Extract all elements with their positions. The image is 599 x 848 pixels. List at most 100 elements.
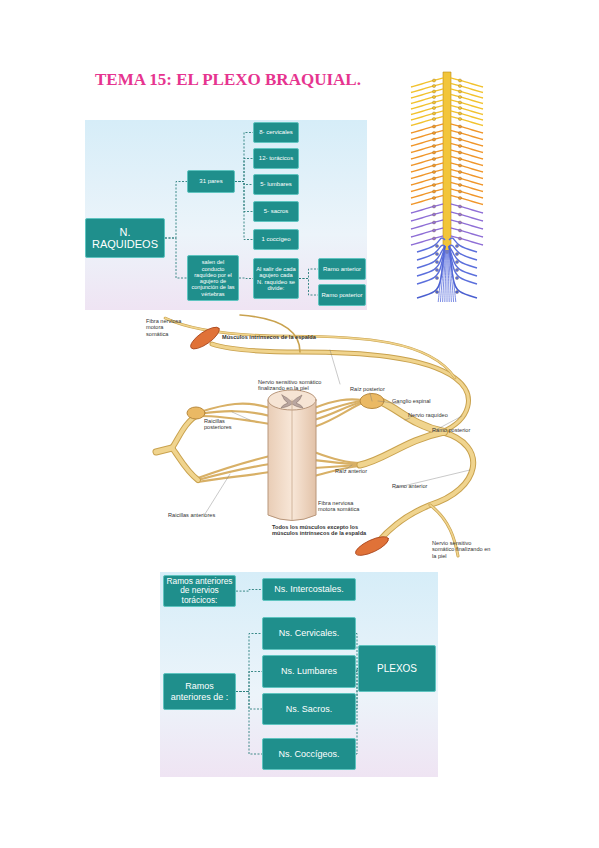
spinal-nerve — [411, 111, 443, 120]
part-label: Nervio sensitivo somático finalizando en… — [432, 540, 494, 559]
spinal-nerve — [411, 106, 443, 115]
spinal-ganglion — [458, 237, 461, 240]
concept-box: salen del conducto raquídeo por el aguje… — [187, 255, 239, 301]
spinal-ganglion — [458, 144, 461, 147]
part-label: Fibra nerviosa motora somática — [318, 500, 370, 513]
dashed-connector — [236, 692, 262, 755]
spinal-nerve — [411, 220, 443, 229]
dashed-connector — [236, 590, 262, 592]
spinal-ganglion — [458, 138, 461, 141]
spinal-ganglion — [432, 95, 435, 98]
spinal-ganglion — [458, 101, 461, 104]
node-text: Ns. Intercostales. — [274, 584, 344, 594]
node-text: 5- lumbares — [260, 181, 292, 188]
node-text: Ns. Cervicales. — [279, 628, 340, 638]
part-label: Raíz posterior — [350, 386, 402, 392]
spinal-nerve-illustration — [156, 315, 473, 559]
map-panel — [160, 572, 438, 777]
spinal-nerve — [451, 236, 483, 245]
node-text: Ramos anteriores de nervios torácicos: — [166, 577, 233, 605]
dashed-connector — [239, 278, 253, 280]
spinal-nerve — [451, 95, 483, 104]
node-text: Ns. Sacros. — [286, 704, 333, 714]
spinal-ganglion — [432, 177, 435, 180]
part-label: Ramo posterior — [432, 427, 484, 433]
spinal-ganglion — [458, 112, 461, 115]
spinal-nerve — [411, 196, 443, 205]
spinal-nerve — [411, 117, 443, 126]
node-text: 5- sacros — [264, 208, 289, 215]
spinal-ganglion — [458, 95, 461, 98]
spinal-ganglion — [458, 205, 461, 208]
node-text: N. RAQUIDEOS — [88, 226, 162, 251]
spinal-ganglion — [458, 177, 461, 180]
spinal-ganglion — [458, 117, 461, 120]
cauda-equina — [445, 250, 447, 302]
spinal-ganglion — [432, 190, 435, 193]
spinal-nerve — [451, 106, 483, 115]
spinal-ganglion — [458, 183, 461, 186]
spinal-ganglion — [458, 170, 461, 173]
cauda-equina — [447, 250, 448, 302]
dashed-connector — [235, 159, 253, 182]
dashed-connector — [165, 182, 187, 239]
spinal-ganglion — [458, 90, 461, 93]
node-text: 1 coccígeo — [261, 236, 290, 243]
spinal-ganglion — [432, 138, 435, 141]
spinal-ganglion — [432, 157, 435, 160]
spinal-nerve — [449, 246, 477, 298]
part-label: Músculos intrínsecos de la espalda — [222, 334, 334, 340]
node-text: salen del conducto raquídeo por el aguje… — [190, 259, 236, 297]
concept-box: Ramo anterior — [318, 258, 366, 280]
dashed-connector — [299, 269, 318, 279]
spinal-ganglion — [432, 196, 435, 199]
concept-box: Ramos anteriores de nervios torácicos: — [163, 575, 236, 607]
page-title: TEMA 15: EL PLEXO BRAQUIAL. — [95, 70, 361, 90]
spinal-ganglion — [432, 237, 435, 240]
spinal-ganglion — [432, 213, 435, 216]
spinal-nerve — [451, 212, 483, 221]
spinal-nerve — [451, 111, 483, 120]
spinal-ganglion — [458, 229, 461, 232]
spinal-nerve — [411, 95, 443, 104]
spinal-ganglion — [432, 183, 435, 186]
spinal-ganglion — [435, 252, 438, 255]
part-label: Raicillas anteriores — [168, 512, 230, 518]
spinal-cord — [443, 72, 451, 254]
dashed-connector — [236, 672, 262, 692]
spinal-ganglion — [455, 244, 458, 247]
dashed-connector — [235, 133, 253, 182]
spinal-ganglion — [455, 252, 458, 255]
spinal-ganglion — [458, 84, 461, 87]
part-label: Raicillas posteriores — [204, 418, 254, 431]
spinal-ganglion — [432, 229, 435, 232]
concept-box: 5- sacros — [253, 201, 299, 222]
dashed-connector — [299, 279, 318, 296]
spinal-nerve — [417, 246, 445, 276]
spinal-ganglion — [458, 190, 461, 193]
concept-box: Ns. Sacros. — [262, 693, 356, 725]
spinal-ganglion — [432, 144, 435, 147]
concept-box: 12- torácicos — [253, 148, 299, 169]
dashed-connector — [235, 182, 253, 240]
part-label: Ramo anterior — [392, 483, 444, 489]
concept-box: Ns. Lumbares — [262, 655, 356, 688]
node-text: 8- cervicales — [259, 129, 293, 136]
part-label: Fibra nerviosa motora somática — [146, 318, 186, 337]
spinal-nerve — [451, 196, 483, 205]
dashed-connector — [165, 238, 187, 278]
spinal-nerve — [451, 100, 483, 109]
spinal-ganglion — [432, 84, 435, 87]
spinal-ganglion — [432, 117, 435, 120]
dashed-connector — [236, 634, 262, 692]
concept-box: 8- cervicales — [253, 122, 299, 143]
concept-box: Ns. Intercostales. — [262, 578, 356, 601]
spinal-nerve — [451, 78, 483, 87]
spinal-ganglion — [458, 125, 461, 128]
concept-box: 5- lumbares — [253, 174, 299, 195]
node-text: Al salir de cada agujero cada N. raquíde… — [256, 266, 296, 292]
spinal-ganglion — [432, 170, 435, 173]
spinal-ganglion — [435, 276, 438, 279]
spinal-ganglion — [455, 268, 458, 271]
